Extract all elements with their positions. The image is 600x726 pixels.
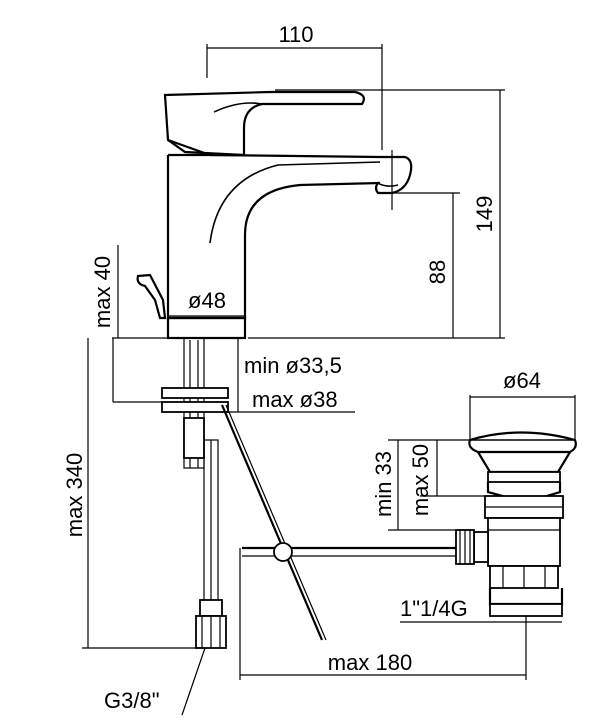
lever-handle-detail [213,102,263,113]
dim-spout-height: 88 [425,260,450,284]
hose-connector [199,599,223,617]
dim-height-total: 149 [472,196,497,233]
aerator [377,182,399,187]
dim-width-top: 110 [278,22,313,47]
waste-cap [468,431,577,454]
dimension-lines [82,44,576,716]
lever-handle-lower [167,139,245,157]
linkage-clamp [273,542,293,562]
dim-lever-clearance: max 40 [90,256,115,328]
dim-drain-diameter: ø64 [503,368,541,393]
waste-ring [487,471,561,483]
fixing-plate [161,387,229,399]
dim-hole-max: max ø38 [252,387,338,412]
faucet-column [166,155,381,320]
spout-inner-curve [209,161,381,244]
waste-flange [477,451,571,474]
base-plate [166,316,247,340]
lever-handle [163,90,365,157]
mounting-shank [161,337,456,649]
diagonal-rod [220,404,324,641]
faucet-body [136,90,413,340]
fixing-nut [161,401,229,413]
waste-body [487,517,561,567]
shank-end [183,417,205,459]
dimension-labels: 110 149 88 max 40 ø48 min ø33,5 max ø38 … [62,22,541,713]
dim-drain-max: max 50 [408,444,433,516]
spout-tip [374,155,413,195]
dim-drain-min: min 33 [371,451,396,517]
dim-drain-thread: 1"1/4G [400,596,468,621]
dim-hose-length: max 340 [62,453,87,537]
dim-drain-rod: max 180 [328,650,412,675]
waste-tail [488,588,564,606]
side-port [473,531,489,563]
faucet-column-inner [168,153,381,159]
dim-base-diameter: ø48 [188,288,226,313]
popup-waste [455,431,577,617]
dim-hose-thread: G3/8" [104,688,160,713]
pull-rod-handle [136,273,167,320]
dim-hole-min: min ø33,5 [244,353,342,378]
waste-tail-bottom [489,603,563,617]
